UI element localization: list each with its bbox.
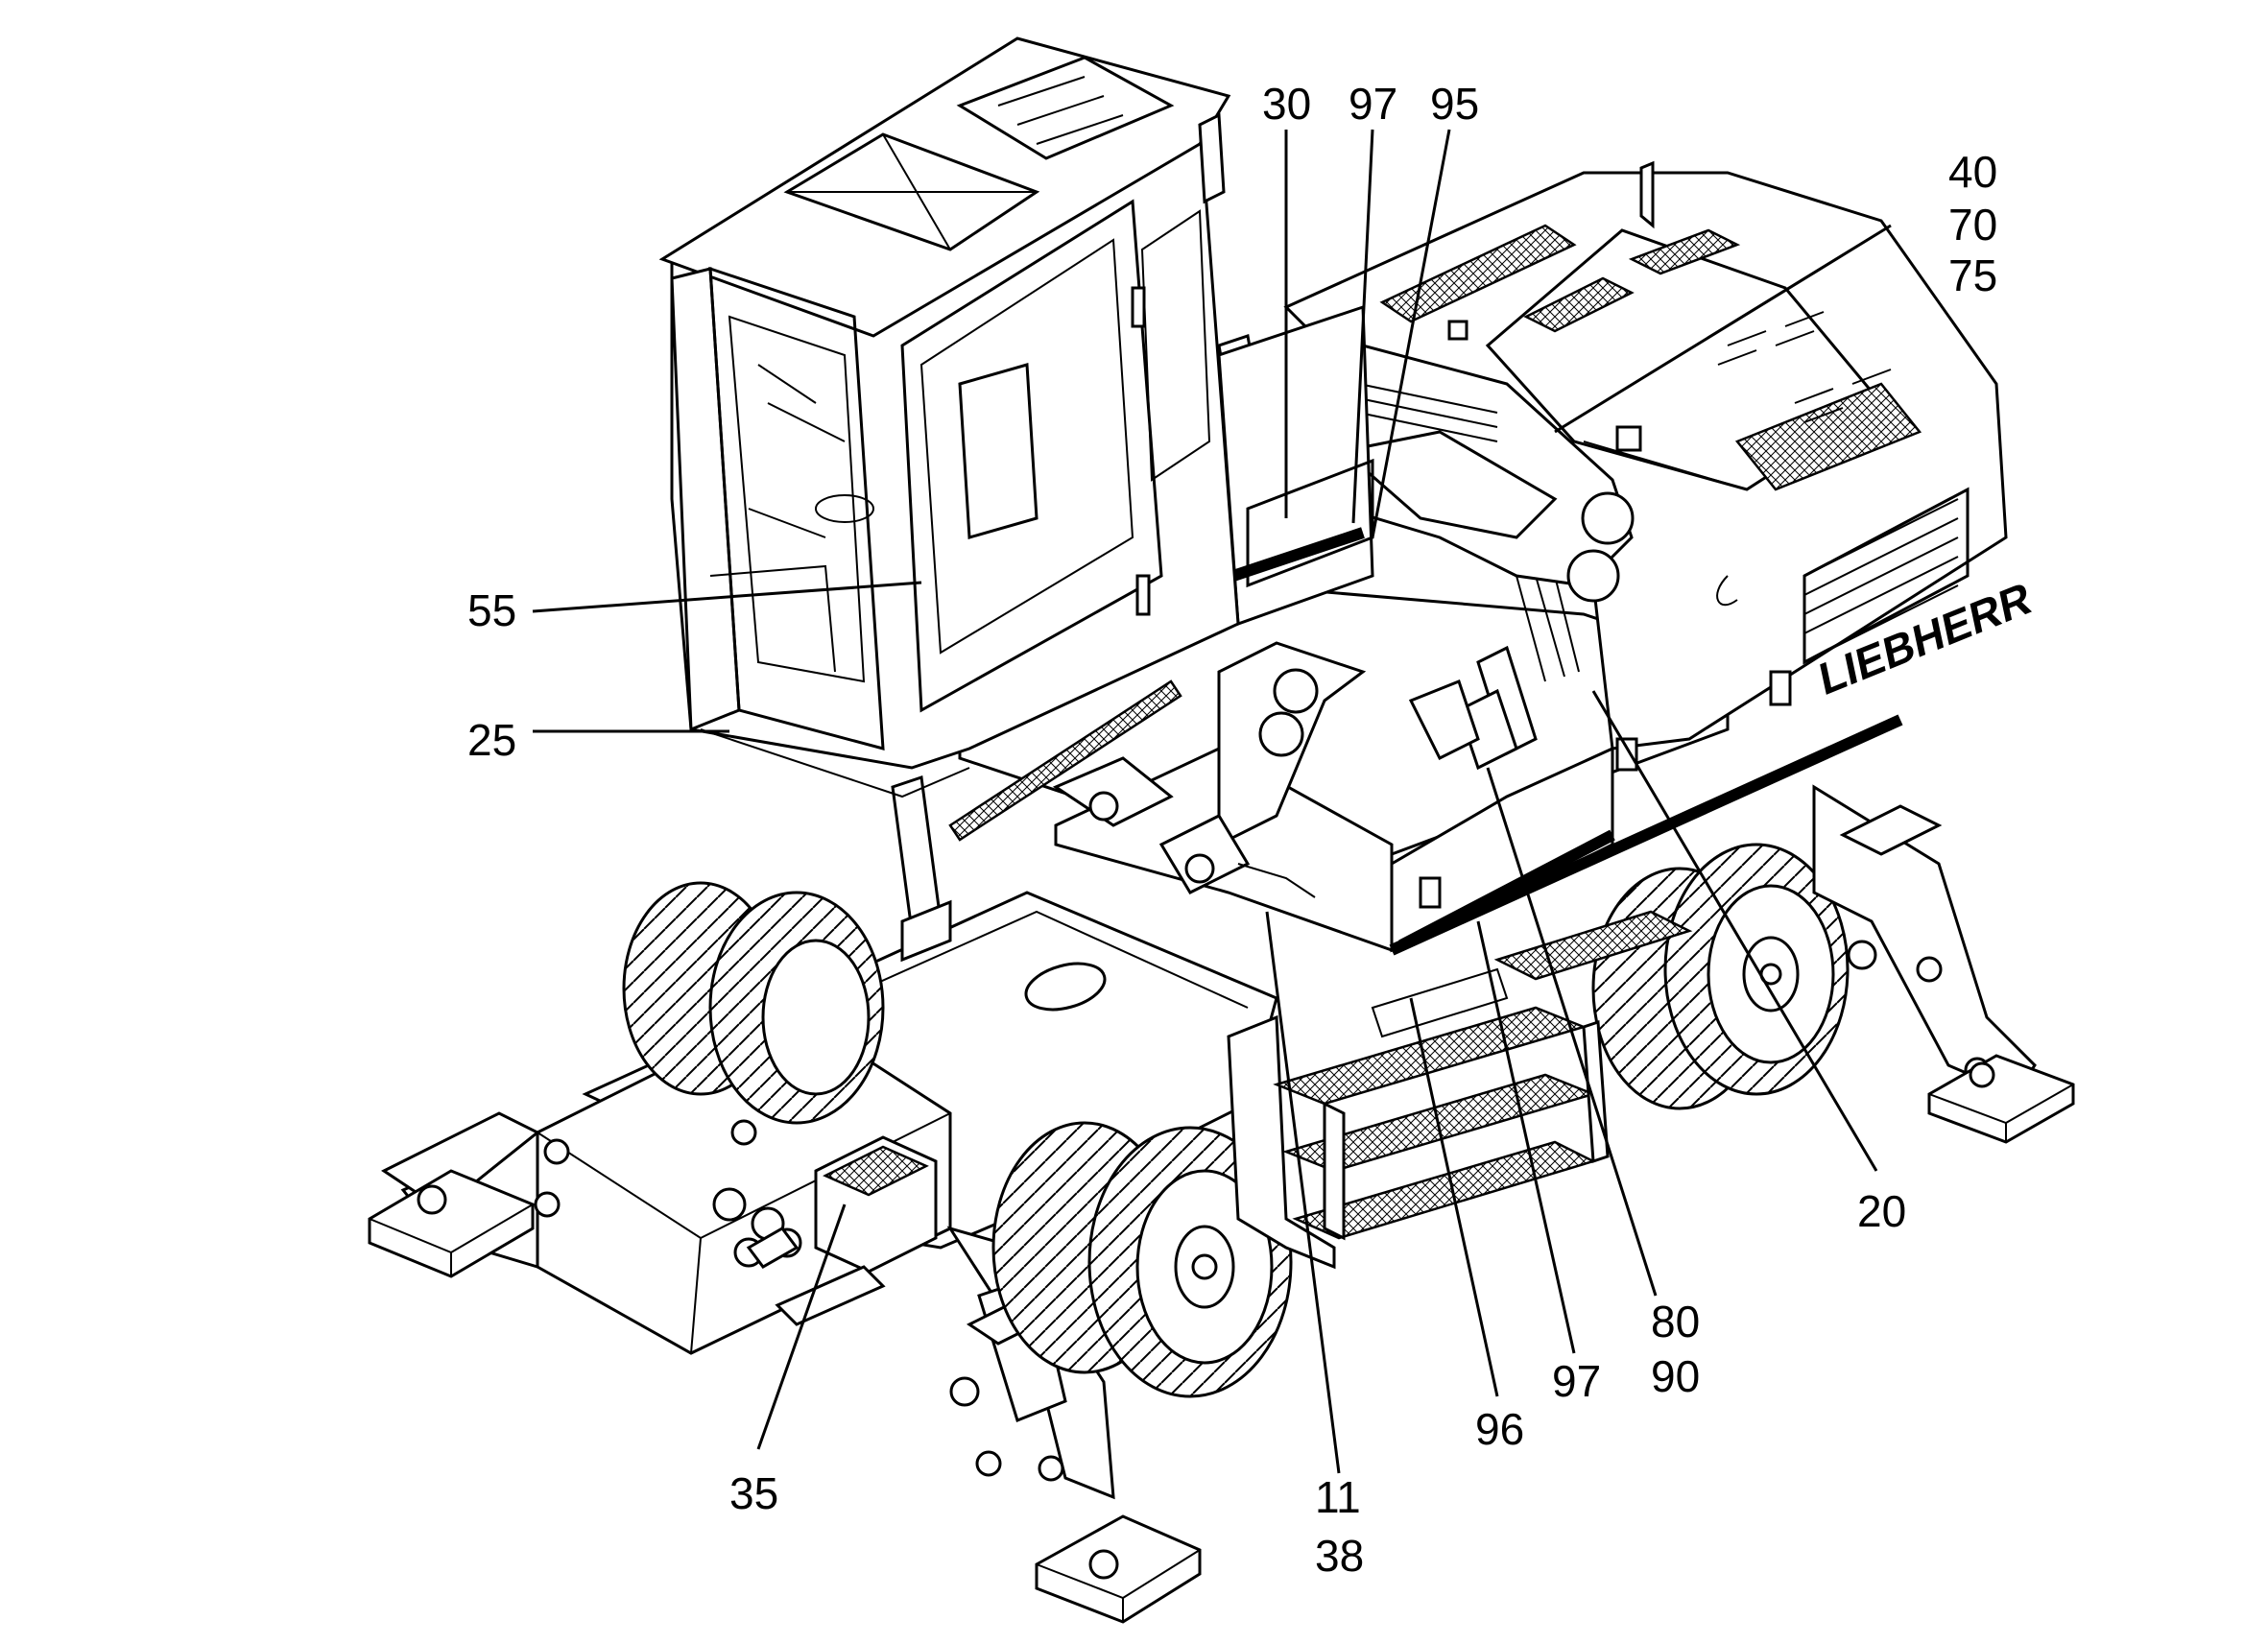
callout-35: 35	[729, 1468, 778, 1518]
callout-25: 25	[467, 715, 516, 765]
rear-outrigger	[1812, 784, 2075, 1144]
leader-40-70-75	[1554, 224, 1892, 434]
callout-20: 20	[1857, 1186, 1906, 1236]
callout-97-top: 97	[1349, 79, 1397, 129]
leader-97-bottom	[1476, 920, 1576, 1354]
engine-housing: LIEBHERR	[1283, 160, 2035, 956]
callout-40: 40	[1948, 147, 1997, 197]
leader-11-38	[1265, 911, 1341, 1474]
callout-38: 38	[1315, 1531, 1364, 1581]
cab	[658, 36, 1374, 963]
callout-90: 90	[1651, 1351, 1700, 1401]
callout-75: 75	[1948, 250, 1997, 300]
leader-lines	[532, 129, 1892, 1474]
leader-97-top	[1351, 129, 1374, 524]
callout-labels: 30 97 95 40 70 75 55 25 20 80 90 97 96 1…	[467, 79, 1997, 1581]
leader-20	[1591, 690, 1878, 1172]
leader-96	[1409, 997, 1499, 1397]
callout-95: 95	[1430, 79, 1479, 129]
leader-95	[1371, 129, 1451, 538]
leader-35	[756, 1203, 847, 1450]
callout-30: 30	[1262, 79, 1311, 129]
callout-11: 11	[1315, 1472, 1361, 1522]
leader-80-90	[1486, 767, 1658, 1297]
callout-80: 80	[1651, 1297, 1700, 1346]
callout-55: 55	[467, 585, 516, 635]
callout-97-bottom: 97	[1552, 1356, 1601, 1406]
callout-70: 70	[1948, 200, 1997, 250]
leader-55	[532, 581, 922, 613]
callout-96: 96	[1475, 1404, 1524, 1454]
